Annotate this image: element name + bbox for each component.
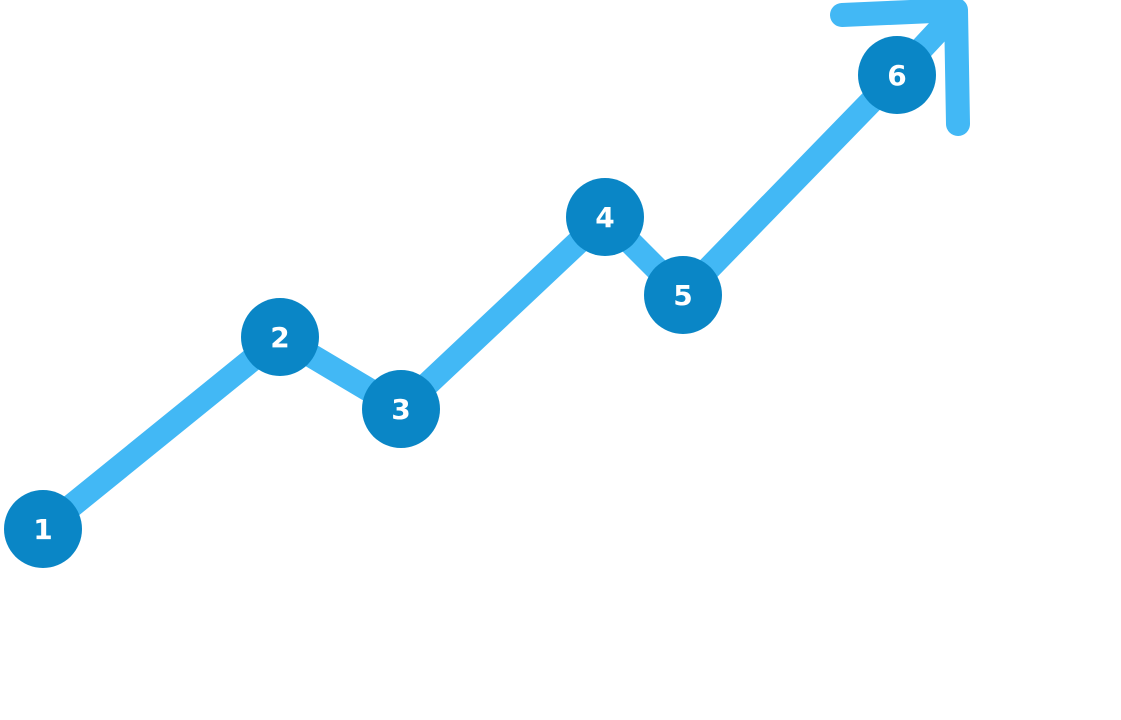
step-label: 4 [595,201,614,234]
step-node-4: 4 [566,178,644,256]
step-circle [362,370,440,448]
connector-line [674,66,906,304]
step-node-2: 2 [241,298,319,376]
step-circle [644,256,722,334]
connector-lines [35,66,906,539]
connector-line [35,327,288,539]
step-label: 5 [673,279,692,312]
step-label: 6 [887,59,906,92]
step-nodes: 1 2 3 4 5 6 [4,36,936,568]
step-circle [566,178,644,256]
step-node-3: 3 [362,370,440,448]
step-label: 2 [270,321,289,354]
step-circle [241,298,319,376]
arrow-head [830,0,970,136]
step-node-5: 5 [644,256,722,334]
connector-line [392,208,614,418]
step-label: 1 [33,513,52,546]
step-label: 3 [391,393,410,426]
step-node-6: 6 [858,36,936,114]
step-circle [4,490,82,568]
step-node-1: 1 [4,490,82,568]
step-circle [858,36,936,114]
